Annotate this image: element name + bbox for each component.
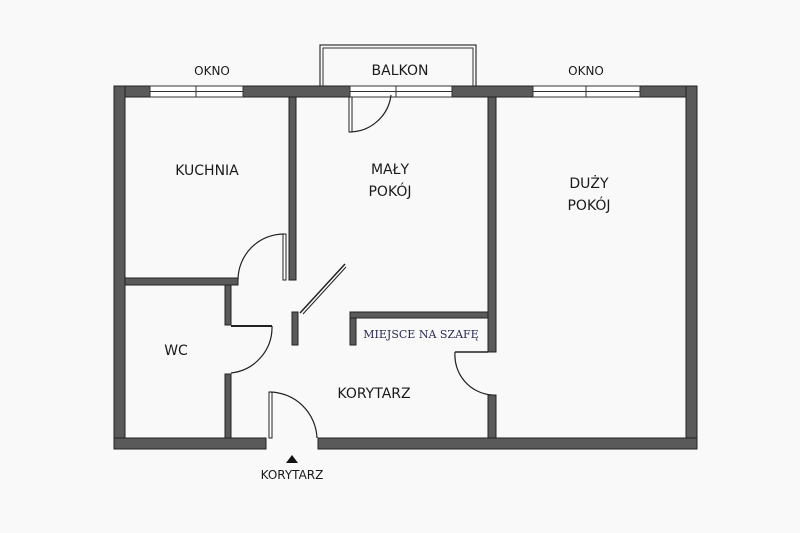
interior-walls <box>124 96 497 439</box>
window-label-right: OKNO <box>568 64 604 78</box>
balcony-label: BALKON <box>372 63 429 79</box>
entrance-door <box>268 391 318 439</box>
window-label-left: OKNO <box>194 64 230 78</box>
balcony-door <box>348 94 392 133</box>
kitchen-door <box>237 233 287 281</box>
window-large-room <box>532 85 641 98</box>
wardrobe-door <box>454 351 493 396</box>
entrance-arrow-icon <box>286 455 298 463</box>
hallway-label: KORYTARZ <box>337 386 410 402</box>
small-room-label-2: POKÓJ <box>368 182 411 200</box>
entrance-label: KORYTARZ <box>261 468 324 482</box>
wardrobe-label: MIEJSCE NA SZAFĘ <box>363 328 478 341</box>
large-room-label-2: POKÓJ <box>567 196 610 214</box>
large-room-label-1: DUŻY <box>569 174 609 192</box>
wc-door <box>230 325 273 374</box>
small-room-label-1: MAŁY <box>371 162 410 178</box>
kitchen-label: KUCHNIA <box>175 163 239 179</box>
small-room-door <box>299 263 347 315</box>
window-kitchen <box>149 85 244 98</box>
balcony-door-window <box>349 85 453 98</box>
wc-label: WC <box>164 343 188 359</box>
